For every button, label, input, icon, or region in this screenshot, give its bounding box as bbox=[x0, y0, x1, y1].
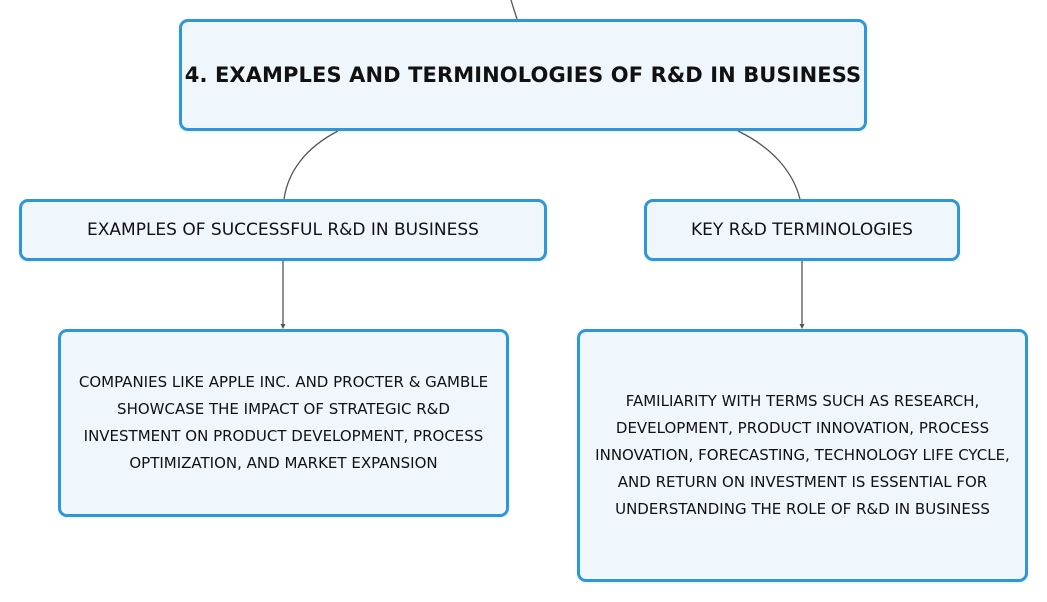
root-topic-label: 4. EXAMPLES AND TERMINOLOGIES OF R&D IN … bbox=[184, 63, 862, 87]
terminologies-detail-text: FAMILIARITY WITH TERMS SUCH AS RESEARCH,… bbox=[595, 392, 1010, 518]
examples-detail-node[interactable]: COMPANIES LIKE APPLE INC. AND PROCTER & … bbox=[58, 329, 509, 517]
root-topic-node[interactable]: 4. EXAMPLES AND TERMINOLOGIES OF R&D IN … bbox=[179, 19, 867, 131]
examples-topic-label: EXAMPLES OF SUCCESSFUL R&D IN BUSINESS bbox=[87, 220, 479, 240]
parent-connector bbox=[510, 0, 518, 20]
examples-topic-node[interactable]: EXAMPLES OF SUCCESSFUL R&D IN BUSINESS bbox=[19, 199, 547, 261]
examples-detail-text: COMPANIES LIKE APPLE INC. AND PROCTER & … bbox=[78, 373, 489, 472]
terminologies-detail-node[interactable]: FAMILIARITY WITH TERMS SUCH AS RESEARCH,… bbox=[577, 329, 1028, 582]
terminologies-topic-label: KEY R&D TERMINOLOGIES bbox=[691, 220, 913, 240]
root-to-terms-connector bbox=[737, 130, 801, 200]
terminologies-topic-node[interactable]: KEY R&D TERMINOLOGIES bbox=[644, 199, 960, 261]
root-to-examples-connector bbox=[283, 130, 339, 200]
